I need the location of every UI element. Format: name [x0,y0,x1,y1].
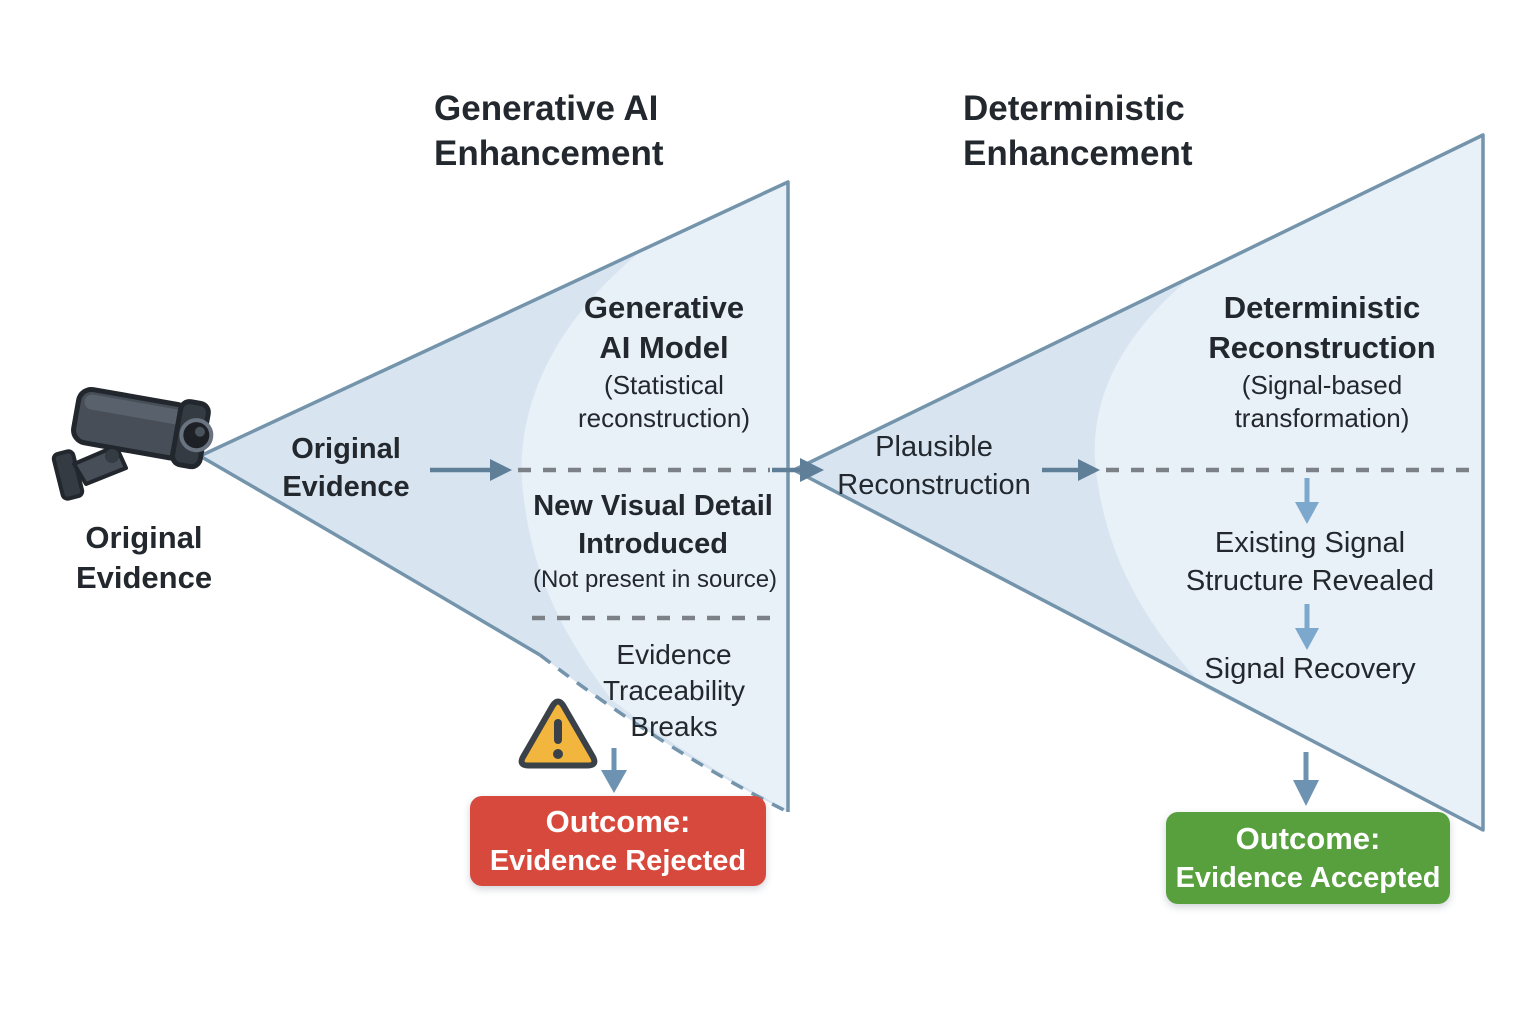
heading-line: Deterministic [963,89,1185,128]
camera-label-line: Evidence [75,560,213,595]
flow-arrow-original-to-model [430,459,512,481]
generative-ai-model-title: Generative AI Model [584,288,744,368]
label-line: Structure Revealed [1185,565,1435,597]
subtitle-line: (Signal-based [1241,370,1403,400]
outcome-label: Outcome: [1235,821,1381,856]
label-line: Evidence [616,639,732,670]
cctv-camera-icon [51,386,214,501]
subtitle-line: (Statistical [604,370,724,400]
subtitle-line: transformation) [1234,403,1410,433]
down-arrow-recovery [1295,604,1319,650]
title-line: Generative [583,290,745,325]
down-arrow-accepted [1293,752,1319,806]
label-line: Breaks [630,711,718,742]
outcome-value: Evidence Accepted [1175,862,1441,894]
label-line: Evidence [282,471,410,503]
down-arrow-rejected [601,748,627,793]
title-line: AI Model [599,330,729,365]
generative-enhancement-heading: Generative AI Enhancement [434,86,664,176]
label-line: Traceability [602,675,746,706]
heading-line: Generative AI [434,89,659,128]
original-evidence-input-label: Original Evidence [282,430,409,506]
outcome-rejected-badge: Outcome: Evidence Rejected [470,796,766,886]
label-line: Reconstruction [837,469,1031,501]
label-line: Plausible [875,431,993,463]
heading-line: Enhancement [963,134,1193,173]
generative-ai-model-subtitle: (Statistical reconstruction) [578,369,750,435]
flow-arrow-plausible-to-recon [1042,459,1100,481]
new-visual-detail-subtitle: (Not present in source) [532,566,778,593]
camera-label: Original Evidence [76,518,212,598]
camera-label-line: Original [85,520,203,555]
dashed-flow-model-to-plausible [518,458,824,482]
outcome-value: Evidence Rejected [489,845,747,877]
title-line: Reconstruction [1208,330,1436,365]
title-line: New Visual Detail [533,490,773,522]
deterministic-reconstruction-title: Deterministic Reconstruction [1208,288,1435,368]
outcome-accepted-badge: Outcome: Evidence Accepted [1166,812,1450,904]
deterministic-reconstruction-subtitle: (Signal-based transformation) [1235,369,1410,435]
signal-recovery-label: Signal Recovery [1204,653,1416,685]
evidence-traceability-label: Evidence Traceability Breaks [603,637,745,745]
outcome-label: Outcome: [545,804,691,839]
heading-line: Enhancement [434,134,664,173]
new-visual-detail-title: New Visual Detail Introduced [533,487,773,563]
down-arrow-structure [1295,478,1319,524]
title-line: Deterministic [1223,290,1421,325]
traceability-break-edge [538,653,789,814]
deterministic-enhancement-heading: Deterministic Enhancement [963,86,1193,176]
existing-signal-structure-label: Existing Signal Structure Revealed [1186,524,1434,600]
label-line: Original [291,433,401,465]
warning-triangle-icon [518,698,598,769]
subtitle-line: reconstruction) [578,403,750,433]
deterministic-cone [792,133,1485,832]
title-line: Introduced [578,528,728,560]
label-line: Existing Signal [1214,527,1406,559]
plausible-reconstruction-label: Plausible Reconstruction [837,428,1030,504]
generative-cone [198,180,790,814]
